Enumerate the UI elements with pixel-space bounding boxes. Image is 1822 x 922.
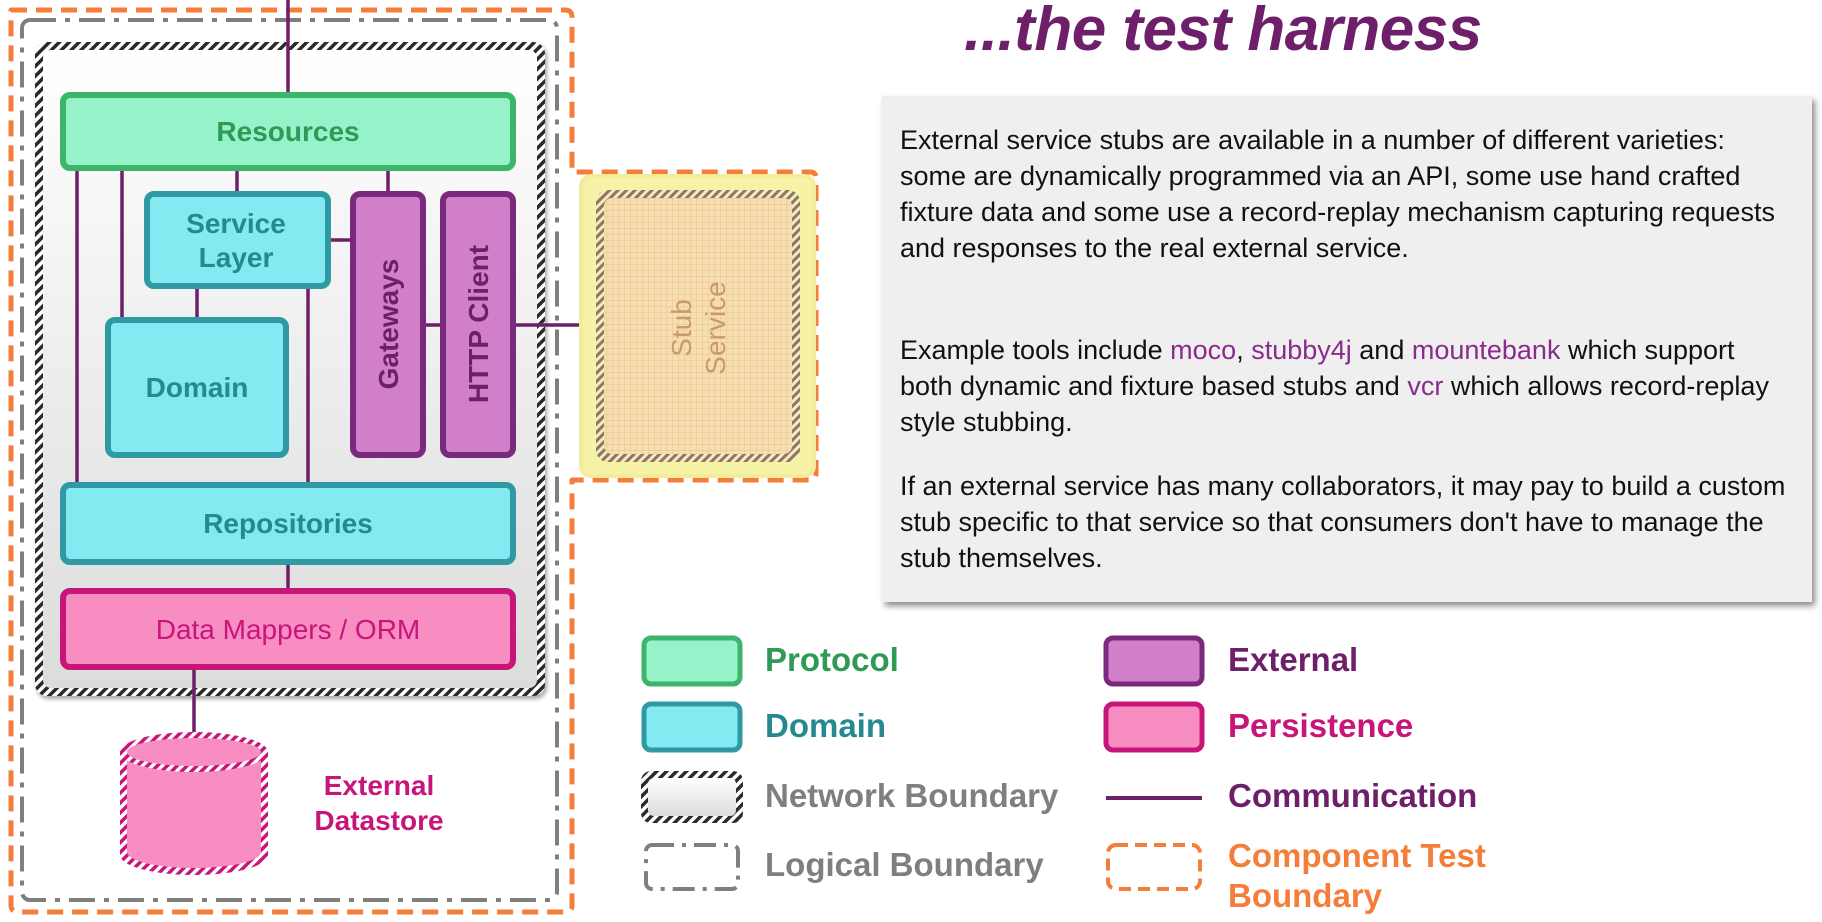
data-mappers-label: Data Mappers / ORM xyxy=(156,614,421,645)
p2-sep2: and xyxy=(1351,335,1412,365)
communication-lines xyxy=(75,0,590,740)
tool-link-moco[interactable]: moco xyxy=(1170,335,1237,365)
legend-network-boundary-label: Network Boundary xyxy=(765,777,1059,814)
legend-protocol-swatch xyxy=(641,635,743,687)
legend-swatches xyxy=(641,635,1205,891)
legend-persistence-label: Persistence xyxy=(1228,707,1414,744)
tool-link-vcr[interactable]: vcr xyxy=(1407,371,1444,401)
repositories-label: Repositories xyxy=(203,508,373,539)
external-datastore-label-line2: Datastore xyxy=(314,805,444,836)
description-paragraph-3: If an external service has many collabor… xyxy=(900,471,1786,573)
tool-link-stubby4j[interactable]: stubby4j xyxy=(1251,335,1352,365)
p2-mid: which support both dynamic and fixture b… xyxy=(900,335,1735,401)
external-datastore-label-line1: External xyxy=(323,770,435,801)
external-datastore-cylinder xyxy=(120,732,268,875)
legend-component-test-boundary-line1: Component Test xyxy=(1228,837,1486,874)
domain-component: Domain xyxy=(105,317,289,458)
gateways-label: Gateways xyxy=(373,259,404,390)
legend-external-label: External xyxy=(1228,641,1359,678)
http-client-label: HTTP Client xyxy=(463,245,494,403)
p2-prefix: Example tools include xyxy=(900,335,1171,365)
stub-service-label-line2: Service xyxy=(700,281,731,374)
legend-protocol-label: Protocol xyxy=(765,641,899,678)
description-paragraph-2: Example tools include moco, stubby4j and… xyxy=(900,332,1790,440)
resources-component: Resources xyxy=(60,92,516,171)
domain-label: Domain xyxy=(146,372,249,403)
legend-component-test-boundary-line2: Boundary xyxy=(1228,877,1383,914)
http-client-component: HTTP Client xyxy=(440,191,516,458)
description-panel: External service stubs are available in … xyxy=(882,96,1812,602)
stub-service-label-line1: Stub xyxy=(666,299,697,357)
tool-link-mountebank[interactable]: mountebank xyxy=(1411,335,1561,365)
data-mappers-component: Data Mappers / ORM xyxy=(60,588,516,670)
legend-logical-boundary-swatch xyxy=(644,843,740,891)
legend-persistence-swatch xyxy=(1103,701,1205,753)
component-test-boundary xyxy=(8,7,819,915)
repositories-component: Repositories xyxy=(60,482,516,565)
service-layer-component: Service Layer xyxy=(144,191,331,289)
page-title: ...the test harness xyxy=(964,0,1482,64)
gateways-component: Gateways xyxy=(350,191,426,458)
external-datastore-label: External Datastore xyxy=(314,768,444,838)
legend-component-test-boundary-label: Component Test Boundary xyxy=(1228,836,1486,916)
legend-external-swatch xyxy=(1103,635,1205,687)
legend-component-test-boundary-swatch xyxy=(1106,843,1202,891)
legend-logical-boundary-label: Logical Boundary xyxy=(765,846,1044,883)
legend-domain-swatch xyxy=(641,701,743,753)
description-paragraph-1: External service stubs are available in … xyxy=(900,125,1775,263)
p2-sep1: , xyxy=(1236,335,1252,365)
stub-service-component: Stub Service xyxy=(579,174,816,478)
service-layer-label-line2: Layer xyxy=(199,242,274,273)
p2-suffix: which allows record-replay style stubbin… xyxy=(900,371,1769,437)
resources-label: Resources xyxy=(216,116,359,147)
legend-domain-label: Domain xyxy=(765,707,887,744)
legend-communication-label: Communication xyxy=(1228,777,1478,814)
service-layer-label-line1: Service xyxy=(186,208,286,239)
